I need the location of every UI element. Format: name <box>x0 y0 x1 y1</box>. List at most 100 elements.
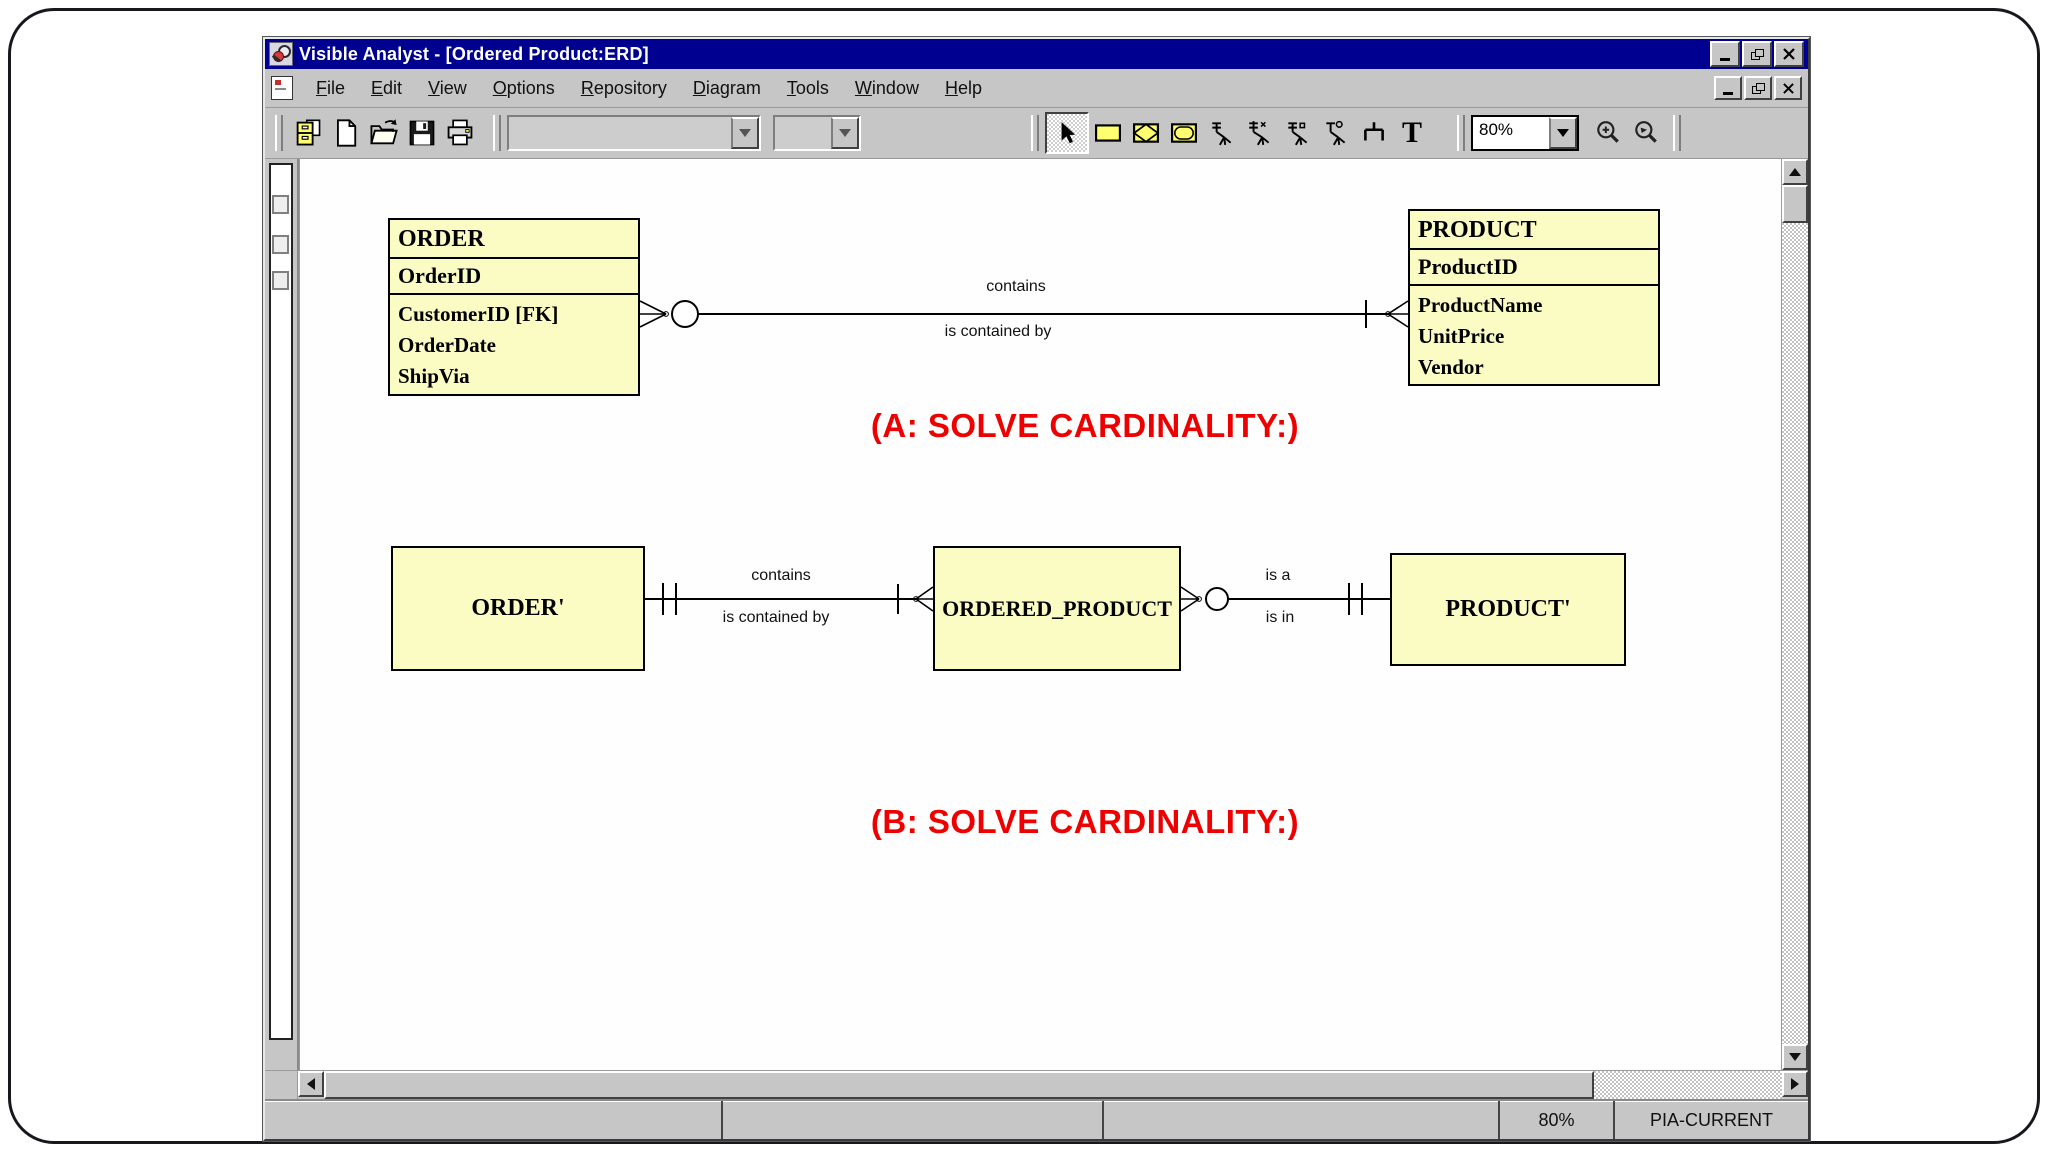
horizontal-scroll-thumb[interactable] <box>324 1071 1594 1099</box>
close-icon <box>1783 48 1795 60</box>
child-window-icon <box>271 76 293 100</box>
mini-page-icon[interactable] <box>272 195 289 214</box>
mini-page-icon[interactable] <box>272 271 289 290</box>
entity-product[interactable]: PRODUCT ProductID ProductName UnitPrice … <box>1408 209 1660 386</box>
relationship-label-forward[interactable]: is a <box>1265 567 1291 584</box>
entity-tool-button[interactable] <box>1089 114 1127 152</box>
cabinet-icon <box>296 119 321 146</box>
menu-file[interactable]: File <box>316 77 346 98</box>
diagram-selector-drop-button[interactable] <box>731 117 759 149</box>
toolbar-grip[interactable] <box>1457 115 1465 151</box>
zoom-in-button[interactable] <box>1589 114 1627 152</box>
crow-foot-tool-2-icon <box>1249 121 1270 146</box>
relationship-line-b2[interactable] <box>1180 569 1390 629</box>
relationship-label-forward[interactable]: contains <box>986 278 1046 295</box>
bracket-tool-button[interactable] <box>1355 114 1393 152</box>
crow-foot-tool-2-button[interactable] <box>1241 114 1279 152</box>
status-project: PIA-CURRENT <box>1649 1109 1773 1130</box>
toolbar-grip[interactable] <box>1673 115 1681 151</box>
heading-a[interactable]: (A: SOLVE CARDINALITY:) <box>870 407 1300 444</box>
menu-edit[interactable]: Edit <box>371 77 403 98</box>
page-selector-value <box>775 117 831 149</box>
menu-repository[interactable]: Repository <box>580 77 667 98</box>
app-window: Visible Analyst - [Ordered Product:ERD] … <box>262 36 1811 1142</box>
select-tool-button[interactable] <box>1045 112 1089 154</box>
relationship-label-forward[interactable]: contains <box>751 567 811 584</box>
zoom-in-icon <box>1597 121 1619 143</box>
vertical-scroll-track[interactable] <box>1782 223 1808 1044</box>
zoom-combo[interactable]: 80% <box>1471 115 1579 151</box>
save-diagram-button[interactable] <box>403 114 441 152</box>
rounded-entity-tool-icon <box>1171 123 1197 143</box>
restore-button[interactable] <box>1742 41 1772 67</box>
rounded-entity-tool-button[interactable] <box>1165 114 1203 152</box>
page-selector-drop-button[interactable] <box>831 117 859 149</box>
entity-tool-icon <box>1095 124 1121 142</box>
chevron-down-icon <box>839 129 851 137</box>
relationship-label-reverse[interactable]: is contained by <box>722 609 830 626</box>
relationship-label-reverse[interactable]: is in <box>1265 609 1295 626</box>
entity-attribute: OrderDate <box>398 333 496 357</box>
zoom-out-button[interactable] <box>1627 114 1665 152</box>
relationship-line-b1[interactable] <box>645 569 934 629</box>
horizontal-scroll-track[interactable] <box>1594 1071 1782 1099</box>
entity-order[interactable]: ORDER OrderID CustomerID [FK] OrderDate … <box>388 218 640 396</box>
vertical-scroll-thumb[interactable] <box>1782 185 1808 223</box>
diagram-selector-combo[interactable] <box>507 115 761 151</box>
chevron-down-icon <box>739 129 751 137</box>
child-close-button[interactable] <box>1774 76 1802 100</box>
vertical-scrollbar[interactable] <box>1781 159 1808 1070</box>
crow-foot-tool-3-button[interactable] <box>1279 114 1317 152</box>
relationship-line-a[interactable] <box>639 284 1409 344</box>
menu-tools[interactable]: Tools <box>786 77 829 98</box>
horizontal-scrollbar[interactable] <box>265 1070 1808 1099</box>
scroll-down-button[interactable] <box>1782 1044 1808 1070</box>
toolbar: T 80% <box>265 108 1808 159</box>
toolbar-grip[interactable] <box>275 115 283 151</box>
entity-name: ORDERED_PRODUCT <box>942 595 1172 621</box>
minimize-icon <box>1723 91 1733 95</box>
repository-cabinet-button[interactable] <box>289 114 327 152</box>
child-restore-button[interactable] <box>1744 76 1772 100</box>
entity-product-prime[interactable]: PRODUCT' <box>1390 553 1626 666</box>
page-strip[interactable] <box>265 159 299 1070</box>
open-diagram-button[interactable] <box>365 114 403 152</box>
menu-options[interactable]: Options <box>492 77 555 98</box>
diagram-canvas[interactable]: ORDER OrderID CustomerID [FK] OrderDate … <box>299 159 1781 1070</box>
menu-diagram[interactable]: Diagram <box>692 77 761 98</box>
menu-view[interactable]: View <box>428 77 467 98</box>
workarea: ORDER OrderID CustomerID [FK] OrderDate … <box>265 159 1808 1070</box>
scroll-up-button[interactable] <box>1782 159 1808 185</box>
close-button[interactable] <box>1774 41 1804 67</box>
toolbar-grip[interactable] <box>493 115 501 151</box>
relationship-tool-button[interactable] <box>1127 114 1165 152</box>
entity-key-attribute: ProductID <box>1410 250 1658 286</box>
crow-foot-tool-1-icon <box>1212 122 1232 146</box>
print-diagram-button[interactable] <box>441 114 479 152</box>
text-tool-button[interactable]: T <box>1393 114 1431 152</box>
relationship-tool-icon <box>1132 123 1160 143</box>
chevron-down-icon <box>1557 129 1569 137</box>
scroll-left-button[interactable] <box>298 1071 324 1097</box>
crow-foot-tool-1-button[interactable] <box>1203 114 1241 152</box>
child-minimize-button[interactable] <box>1714 76 1742 100</box>
zoom-combo-drop-button[interactable] <box>1549 117 1577 149</box>
heading-b[interactable]: (B: SOLVE CARDINALITY:) <box>870 803 1300 840</box>
scrollbar-corner <box>265 1071 298 1099</box>
new-diagram-button[interactable] <box>327 114 365 152</box>
menu-window[interactable]: Window <box>854 77 919 98</box>
print-icon <box>447 119 473 146</box>
mini-page-icon[interactable] <box>272 235 289 254</box>
entity-ordered-product[interactable]: ORDERED_PRODUCT <box>933 546 1181 671</box>
toolbar-grip[interactable] <box>1031 115 1039 151</box>
close-icon <box>1782 82 1794 94</box>
scroll-right-button[interactable] <box>1782 1071 1808 1097</box>
page-selector-combo[interactable] <box>773 115 861 151</box>
minimize-button[interactable] <box>1710 41 1740 67</box>
relationship-label-reverse[interactable]: is contained by <box>944 323 1052 340</box>
save-icon <box>409 120 435 146</box>
menu-help[interactable]: Help <box>944 77 982 98</box>
crow-foot-tool-4-button[interactable] <box>1317 114 1355 152</box>
entity-order-prime[interactable]: ORDER' <box>391 546 645 671</box>
entity-attribute: ShipVia <box>398 364 470 388</box>
